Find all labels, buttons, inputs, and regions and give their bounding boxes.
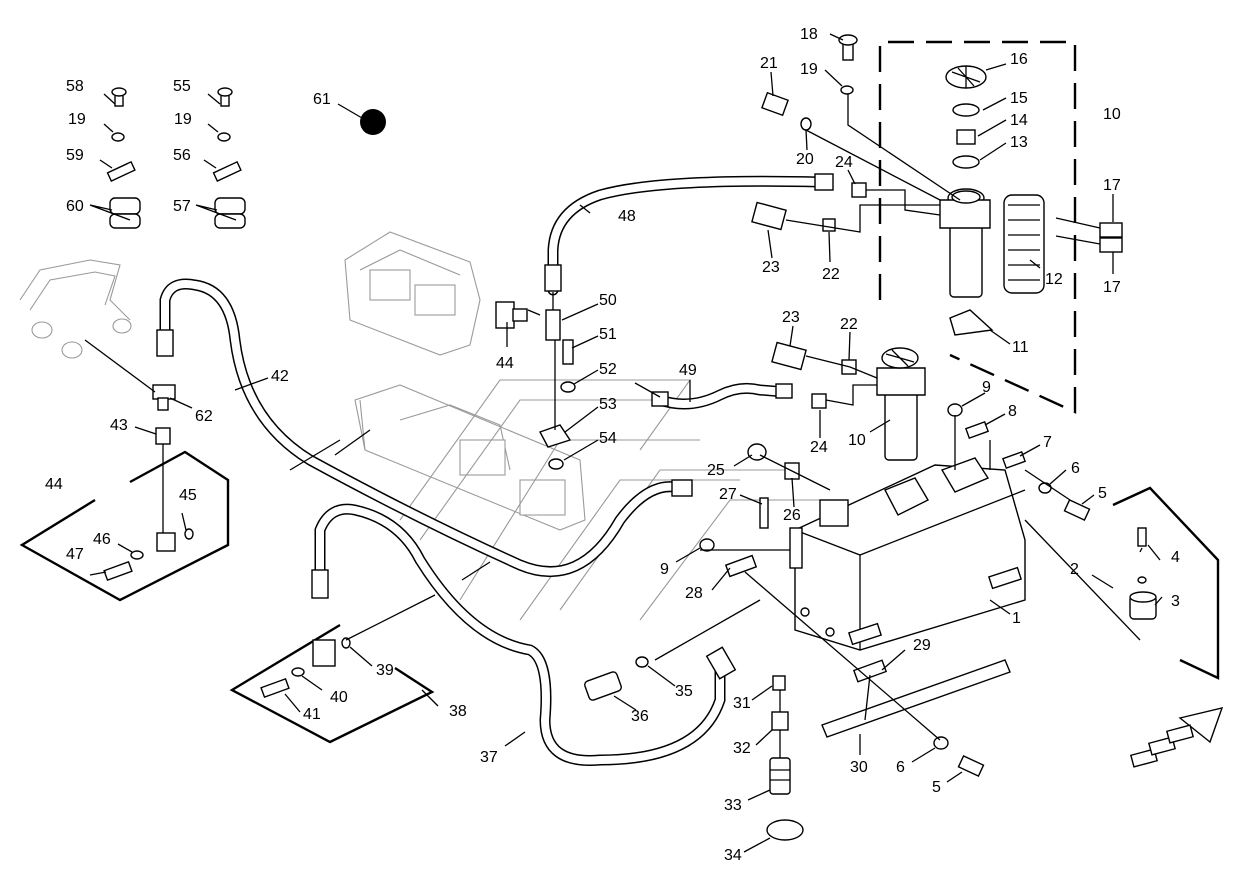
label-36: 36 bbox=[631, 708, 649, 725]
label-1: 1 bbox=[1012, 610, 1021, 627]
label-6: 6 bbox=[896, 759, 905, 776]
label-44: 44 bbox=[45, 476, 63, 493]
label-56: 56 bbox=[173, 147, 191, 164]
hose-48 bbox=[547, 175, 826, 296]
label-43: 43 bbox=[110, 417, 128, 434]
small-parts bbox=[103, 34, 1224, 841]
return-filter bbox=[939, 65, 1045, 336]
label-54: 54 bbox=[599, 430, 617, 447]
label-10: 10 bbox=[1103, 106, 1121, 123]
label-38: 38 bbox=[449, 703, 467, 720]
label-12: 12 bbox=[1045, 271, 1063, 288]
label-35: 35 bbox=[675, 683, 693, 700]
hose-37 bbox=[314, 503, 726, 766]
label-24: 24 bbox=[810, 439, 828, 456]
label-16: 16 bbox=[1010, 51, 1028, 68]
label-42: 42 bbox=[271, 368, 289, 385]
label-17: 17 bbox=[1103, 279, 1121, 296]
label-22: 22 bbox=[840, 316, 858, 333]
label-49: 49 bbox=[679, 362, 697, 379]
label-50: 50 bbox=[599, 292, 617, 309]
label-24: 24 bbox=[835, 154, 853, 171]
label-2: 2 bbox=[1070, 561, 1079, 578]
direction-arrows-ghost bbox=[399, 379, 820, 621]
label-29: 29 bbox=[913, 637, 931, 654]
label-51: 51 bbox=[599, 326, 617, 343]
label-15: 15 bbox=[1010, 90, 1028, 107]
label-30: 30 bbox=[850, 759, 868, 776]
label-13: 13 bbox=[1010, 134, 1028, 151]
label-6: 6 bbox=[1071, 460, 1080, 477]
label-19: 19 bbox=[68, 111, 86, 128]
label-19: 19 bbox=[174, 111, 192, 128]
label-59: 59 bbox=[66, 147, 84, 164]
bracket-2 bbox=[1112, 486, 1220, 680]
label-21: 21 bbox=[760, 55, 778, 72]
label-9: 9 bbox=[982, 379, 991, 396]
label-25: 25 bbox=[707, 462, 725, 479]
callout-labels: 58 19 59 60 55 19 56 57 61 62 43 44 45 4… bbox=[45, 26, 1180, 864]
label-10: 10 bbox=[848, 432, 866, 449]
hose-fittings bbox=[156, 173, 834, 680]
label-60: 60 bbox=[66, 198, 84, 215]
label-58: 58 bbox=[66, 78, 84, 95]
label-14: 14 bbox=[1010, 112, 1028, 129]
label-45: 45 bbox=[179, 487, 197, 504]
label-7: 7 bbox=[1043, 434, 1052, 451]
hose-49 bbox=[654, 382, 791, 410]
leader-lines bbox=[84, 33, 1163, 853]
hydraulic-tank bbox=[789, 457, 1026, 651]
label-3: 3 bbox=[1171, 593, 1180, 610]
bracket-38 bbox=[229, 623, 435, 744]
label-28: 28 bbox=[685, 585, 703, 602]
label-40: 40 bbox=[330, 689, 348, 706]
label-48: 48 bbox=[618, 208, 636, 225]
label-34: 34 bbox=[724, 847, 742, 864]
hose-42 bbox=[159, 278, 686, 578]
label-19: 19 bbox=[800, 61, 818, 78]
label-18: 18 bbox=[800, 26, 818, 43]
label-53: 53 bbox=[599, 396, 617, 413]
label-26: 26 bbox=[783, 507, 801, 524]
label-47: 47 bbox=[66, 546, 84, 563]
label-37: 37 bbox=[480, 749, 498, 766]
label-62: 62 bbox=[195, 408, 213, 425]
label-8: 8 bbox=[1008, 403, 1017, 420]
filter-dashed-frame bbox=[878, 40, 1077, 414]
label-11: 11 bbox=[1012, 339, 1029, 356]
label-5: 5 bbox=[1098, 485, 1107, 502]
label-57: 57 bbox=[173, 198, 191, 215]
label-44: 44 bbox=[496, 355, 514, 372]
label-22: 22 bbox=[822, 266, 840, 283]
label-41: 41 bbox=[303, 706, 321, 723]
label-32: 32 bbox=[733, 740, 751, 757]
label-55: 55 bbox=[173, 78, 191, 95]
label-31: 31 bbox=[733, 695, 751, 712]
label-46: 46 bbox=[93, 531, 111, 548]
label-5: 5 bbox=[932, 779, 941, 796]
label-20: 20 bbox=[796, 151, 814, 168]
bracket-44 bbox=[19, 450, 230, 602]
label-39: 39 bbox=[376, 662, 394, 679]
label-17: 17 bbox=[1103, 177, 1121, 194]
label-52: 52 bbox=[599, 361, 617, 378]
label-27: 27 bbox=[719, 486, 737, 503]
label-9: 9 bbox=[660, 561, 669, 578]
label-23: 23 bbox=[762, 259, 780, 276]
label-61: 61 bbox=[313, 91, 331, 108]
label-23: 23 bbox=[782, 309, 800, 326]
pressure-filter bbox=[876, 347, 926, 461]
valve-block-ghost bbox=[19, 231, 586, 531]
label-33: 33 bbox=[724, 797, 742, 814]
label-4: 4 bbox=[1171, 549, 1180, 566]
